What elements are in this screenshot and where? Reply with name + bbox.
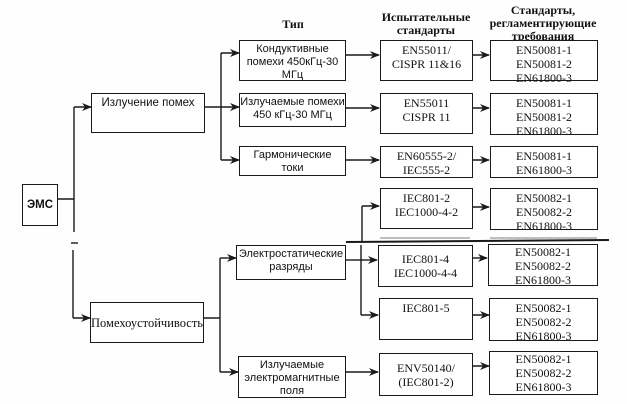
test-box-radiated: EN55011 CISPR 11 [380,93,473,134]
type-box-conducted: Кондуктивные помехи 450кГц-30 МГц [239,40,346,81]
req-standard: EN50082-1 [515,245,571,259]
req-standard: EN61800-3 [516,71,572,85]
req-standard: EN50081-2 [516,110,572,124]
header-req-standards: Стандарты, регламентирующие требования [483,4,603,43]
type-line: МГц [281,69,304,81]
type-line: Электростатические [238,248,344,260]
req-standard: EN61800-3 [516,163,572,177]
req-standard: EN50081-2 [516,57,572,71]
req-box-harmonics: EN50081-1 EN61800-3 [490,146,598,178]
test-box-conducted: EN55011/ CISPR 11&16 [380,40,473,81]
type-line: помехи 450кГц-30 [246,56,339,68]
test-standard: EN60555-2/ [396,149,457,163]
header-test-standards-line: стандарты [396,23,456,37]
type-line: разряды [269,261,313,273]
type-line: Гармонические [253,149,332,161]
header-req-standards-line: Стандарты, [510,3,576,17]
test-standard: IEC801-2 [402,191,451,205]
root-box-emc: ЭМС [22,184,58,226]
test-standard: IEC1000-4-4 [393,266,458,280]
type-box-radiated: Излучаемые помехи 450 кГц-30 МГц [239,93,346,127]
test-standard: ENV50140/ [397,360,455,375]
root-label: ЭМС [26,199,54,211]
req-box-radiated-fields: EN50082-1 EN50082-2 EN61800-3 [489,351,598,395]
test-standard: CISPR 11 [402,110,451,124]
req-standard: EN50082-2 [515,259,571,273]
header-test-standards-line: Испытательные [381,10,471,24]
branch-box-immunity: Помехоустойчивость [90,302,204,343]
type-line: поля [279,385,305,397]
req-box-radiated: EN50081-1 EN50081-2 EN61800-3 [490,93,598,138]
branch-label: Помехоустойчивость [91,315,203,330]
req-standard: EN50081-1 [516,43,572,57]
type-box-radiated-fields: Излучаемые электромагнитные поля [238,356,346,398]
type-line: электромагнитные [244,372,340,384]
type-line: 450 кГц-30 МГц [253,109,332,121]
req-standard: EN50082-2 [515,315,572,329]
header-req-standards-line: требования [511,29,575,43]
req-box-esd-3: EN50082-1 EN50082-2 EN61800-3 [489,298,598,343]
separator-line [345,239,610,243]
req-standard: EN50081-1 [516,149,572,163]
header-req-standards-line: регламентирующие [489,16,597,30]
req-standard: EN61800-3 [515,273,571,287]
req-standard: EN61800-3 [516,219,572,233]
test-standard: EN55011/ [402,43,451,57]
req-standard: EN50082-2 [515,366,572,380]
test-standard: IEC1000-4-2 [394,205,459,219]
test-standard: IEC555-2 [402,163,451,177]
req-standard: EN50081-1 [516,96,572,110]
test-box-harmonics: EN60555-2/ IEC555-2 [380,146,473,178]
test-box-esd-2: IEC801-4 IEC1000-4-4 [378,245,473,287]
branch-label: Излучение помех [101,97,195,109]
header-test-standards: Испытательные стандарты [373,11,479,37]
req-box-conducted: EN50081-1 EN50081-2 EN61800-3 [490,40,598,85]
test-standard: (IEC801-2) [398,374,454,389]
req-standard: EN50082-1 [515,352,572,366]
test-box-esd-3: IEC801-5 [379,298,473,340]
req-box-esd-1: EN50082-1 EN50082-2 EN61800-3 [490,188,598,233]
req-standard: EN61800-3 [515,380,572,394]
type-line: Излучаемые [259,359,325,371]
test-standard: IEC801-5 [402,301,450,315]
type-line: Кондуктивные [256,43,329,55]
req-box-esd-2: EN50082-1 EN50082-2 EN61800-3 [488,244,598,287]
test-box-esd-1: IEC801-2 IEC1000-4-2 [380,188,473,229]
type-line: токи [281,162,304,174]
req-standard: EN61800-3 [515,329,572,343]
test-box-radiated-fields: ENV50140/ (IEC801-2) [379,353,473,396]
req-standard: EN50082-1 [515,301,572,315]
type-box-harmonics: Гармонические токи [239,146,346,176]
type-box-esd: Электростатические разряды [236,245,346,280]
test-standard: CISPR 11&16 [391,57,462,71]
header-type: Тип [282,17,304,31]
req-standard: EN50082-2 [516,205,572,219]
req-standard: EN50082-1 [516,191,572,205]
test-standard: EN55011 [403,96,450,110]
branch-box-emission: Излучение помех [91,93,205,133]
test-standard: IEC801-4 [401,252,450,266]
req-standard: EN61800-3 [516,124,572,138]
type-line: Излучаемые помехи [240,96,345,108]
